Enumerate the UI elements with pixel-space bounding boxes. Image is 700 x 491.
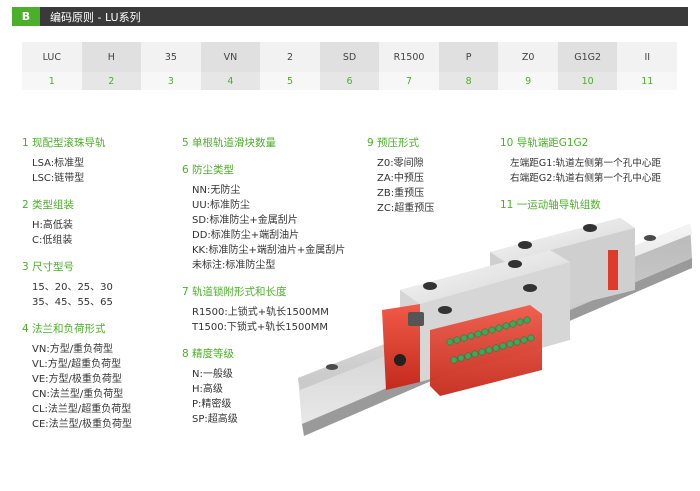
section-title: 7 轨道锁附形式和长度 xyxy=(182,286,287,298)
end-seal xyxy=(382,304,542,396)
list-item: H:高低装 xyxy=(32,220,73,231)
code-number: 1 xyxy=(22,72,82,90)
section-title: 6 防尘类型 xyxy=(182,164,235,176)
list-item: UU:标准防尘 xyxy=(192,200,251,211)
code-value: Z0 xyxy=(498,42,558,72)
code-number: 6 xyxy=(319,72,380,90)
list-item: VL:方型/超重负荷型 xyxy=(32,359,122,370)
code-value: LUC xyxy=(22,42,82,72)
code-number: 9 xyxy=(498,72,558,90)
code-value: SD xyxy=(319,42,380,72)
section-7: 7 轨道锁附形式和长度 R1500:上锁式+轨长1500MM T1500:下锁式… xyxy=(182,284,345,335)
list-item: Z0:零间隙 xyxy=(377,158,424,169)
list-item: SD:标准防尘+金属刮片 xyxy=(192,215,298,226)
list-item: N:一般级 xyxy=(192,369,233,380)
section-title: 5 单根轨道滑块数量 xyxy=(182,137,277,149)
column-2: 5 单根轨道滑块数量 6 防尘类型 NN:无防尘 UU:标准防尘 SD:标准防尘… xyxy=(182,135,345,438)
code-value: P xyxy=(438,42,499,72)
list-item: 右端距G2:轨道右侧第一个孔中心距 xyxy=(510,173,662,184)
code-number: 3 xyxy=(141,72,201,90)
section-6: 6 防尘类型 NN:无防尘 UU:标准防尘 SD:标准防尘+金属刮片 DD:标准… xyxy=(182,162,345,273)
list-item: SP:超高级 xyxy=(192,414,238,425)
code-number: 10 xyxy=(557,72,618,90)
list-item: 未标注:标准防尘型 xyxy=(192,260,276,271)
ball-recirculation xyxy=(446,316,535,364)
section-2: 2 类型组装 H:高低装 C:低组装 xyxy=(22,197,132,248)
section-1: 1 现配型滚珠导轨 LSA:标准型 LSC:链带型 xyxy=(22,135,132,186)
section-8: 8 精度等级 N:一般级 H:高级 P:精密级 SP:超高级 xyxy=(182,346,345,427)
list-item: NN:无防尘 xyxy=(192,185,241,196)
code-value: VN xyxy=(200,42,261,72)
list-item: R1500:上锁式+轨长1500MM xyxy=(192,307,329,318)
list-item: ZA:中预压 xyxy=(377,173,424,184)
code-number: 5 xyxy=(260,72,320,90)
list-item: DD:标准防尘+端刮油片 xyxy=(192,230,300,241)
column-3: 9 预压形式 Z0:零间隙 ZA:中预压 ZB:重预压 ZC:超重预压 xyxy=(367,135,434,227)
list-item: T1500:下锁式+轨长1500MM xyxy=(192,322,329,333)
list-item: KK:标准防尘+端刮油片+金属刮片 xyxy=(192,245,346,256)
list-item: C:低组装 xyxy=(32,235,73,246)
list-item: 35、45、55、65 xyxy=(32,297,113,308)
section-title: 11 一运动轴导轨组数 xyxy=(500,199,601,211)
code-value: II xyxy=(617,42,678,72)
header-bar: B 编码原则 - LU系列 xyxy=(12,7,688,26)
section-11: 11 一运动轴导轨组数 xyxy=(500,197,661,212)
column-1: 1 现配型滚珠导轨 LSA:标准型 LSC:链带型 2 类型组装 H:高低装 C… xyxy=(22,135,132,443)
code-number: 4 xyxy=(200,72,261,90)
list-item: VN:方型/重负荷型 xyxy=(32,344,114,355)
section-title: 10 导轨端距G1G2 xyxy=(500,137,589,149)
list-item: ZC:超重预压 xyxy=(377,203,435,214)
list-item: VE:方型/极重负荷型 xyxy=(32,374,122,385)
code-value: 35 xyxy=(141,42,201,72)
list-item: P:精密级 xyxy=(192,399,232,410)
code-number: 2 xyxy=(81,72,142,90)
section-9: 9 预压形式 Z0:零间隙 ZA:中预压 ZB:重预压 ZC:超重预压 xyxy=(367,135,434,216)
code-number: 8 xyxy=(438,72,499,90)
code-value: H xyxy=(81,42,142,72)
list-item: CL:法兰型/超重负荷型 xyxy=(32,404,132,415)
list-item: ZB:重预压 xyxy=(377,188,425,199)
list-item: CE:法兰型/极重负荷型 xyxy=(32,419,133,430)
section-title: 1 现配型滚珠导轨 xyxy=(22,137,106,149)
list-item: CN:法兰型/重负荷型 xyxy=(32,389,124,400)
section-badge: B xyxy=(12,7,40,26)
list-item: LSA:标准型 xyxy=(32,158,85,169)
page-title: 编码原则 - LU系列 xyxy=(50,10,141,24)
section-title: 9 预压形式 xyxy=(367,137,420,149)
code-number: 11 xyxy=(617,72,678,90)
section-3: 3 尺寸型号 15、20、25、30 35、45、55、65 xyxy=(22,259,132,310)
section-5: 5 单根轨道滑块数量 xyxy=(182,135,345,150)
section-title: 8 精度等级 xyxy=(182,348,235,360)
list-item: H:高级 xyxy=(192,384,223,395)
section-title: 2 类型组装 xyxy=(22,199,75,211)
code-number: 7 xyxy=(379,72,439,90)
section-4: 4 法兰和负荷形式 VN:方型/重负荷型 VL:方型/超重负荷型 VE:方型/极… xyxy=(22,321,132,432)
column-4: 10 导轨端距G1G2 左端距G1:轨道左侧第一个孔中心距 右端距G2:轨道右侧… xyxy=(500,135,661,223)
code-value: G1G2 xyxy=(557,42,618,72)
list-item: 15、20、25、30 xyxy=(32,282,113,293)
section-10: 10 导轨端距G1G2 左端距G1:轨道左侧第一个孔中心距 右端距G2:轨道右侧… xyxy=(500,135,661,186)
section-title: 3 尺寸型号 xyxy=(22,261,75,273)
code-value: R1500 xyxy=(379,42,439,72)
section-title: 4 法兰和负荷形式 xyxy=(22,323,106,335)
linear-guide-illustration xyxy=(298,218,692,436)
list-item: LSC:链带型 xyxy=(32,173,85,184)
code-value: 2 xyxy=(260,42,320,72)
list-item: 左端距G1:轨道左侧第一个孔中心距 xyxy=(510,158,662,169)
